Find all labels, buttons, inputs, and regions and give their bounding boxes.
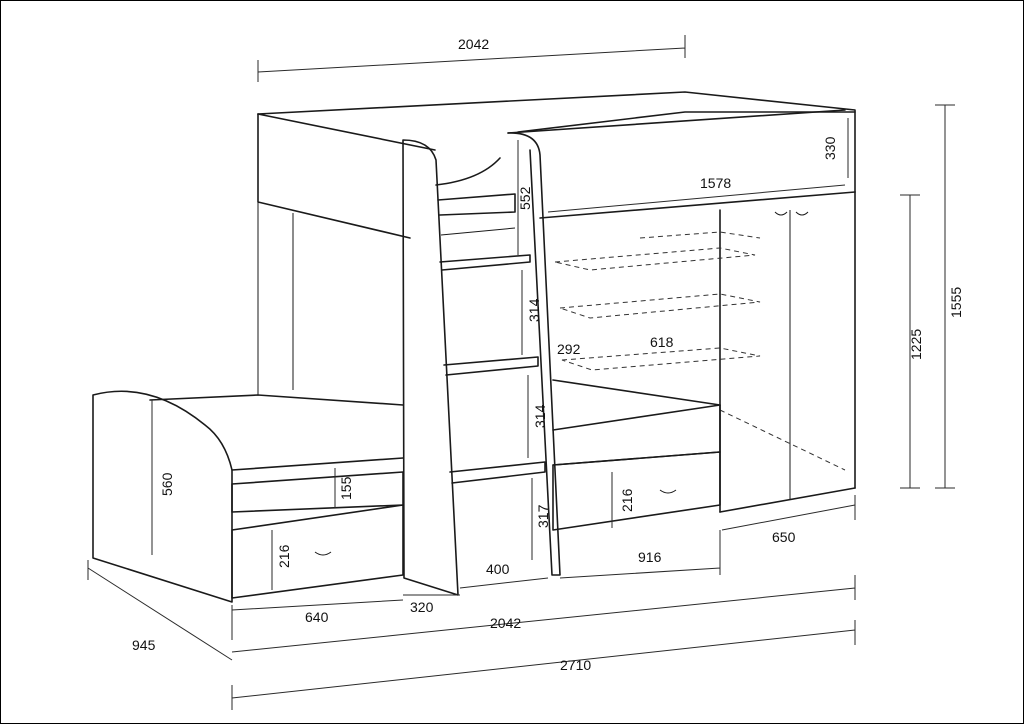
dim-drawer-left-width: 640 <box>305 609 329 625</box>
ladder <box>402 132 561 596</box>
dim-shelf-height: 292 <box>557 341 581 357</box>
dim-step3: 314 <box>532 404 548 428</box>
dim-wardrobe-depth: 650 <box>772 529 796 545</box>
dim-step4: 317 <box>535 504 551 528</box>
dim-drawer-right-width: 916 <box>638 549 662 565</box>
wardrobe <box>554 191 856 513</box>
dim-drawer-left-height: 216 <box>276 544 292 568</box>
dim-wardrobe-height: 1225 <box>908 329 924 360</box>
dim-ladder-gap: 400 <box>486 561 510 577</box>
dim-step1: 552 <box>517 186 533 210</box>
dimension-labels: 2042 330 1578 1225 1555 552 314 314 317 … <box>132 36 964 673</box>
dim-ladder-width: 320 <box>410 599 434 615</box>
dim-upper-length: 1578 <box>700 175 731 191</box>
dim-total-depth: 945 <box>132 637 156 653</box>
dim-side-height: 155 <box>338 476 354 500</box>
dim-top-width: 2042 <box>458 36 489 52</box>
dim-drawer-right-height: 216 <box>619 488 635 512</box>
dim-headboard-height: 560 <box>159 472 175 496</box>
dim-bottom-width: 2042 <box>490 615 521 631</box>
dim-upper-depth: 330 <box>822 136 838 160</box>
dim-step2: 314 <box>526 298 542 322</box>
dim-total-height: 1555 <box>948 287 964 318</box>
upper-bed <box>257 91 856 395</box>
dim-total-length: 2710 <box>560 657 591 673</box>
dim-shelf-width: 618 <box>650 334 674 350</box>
lower-beds <box>92 379 721 603</box>
dimension-lines <box>87 35 955 710</box>
